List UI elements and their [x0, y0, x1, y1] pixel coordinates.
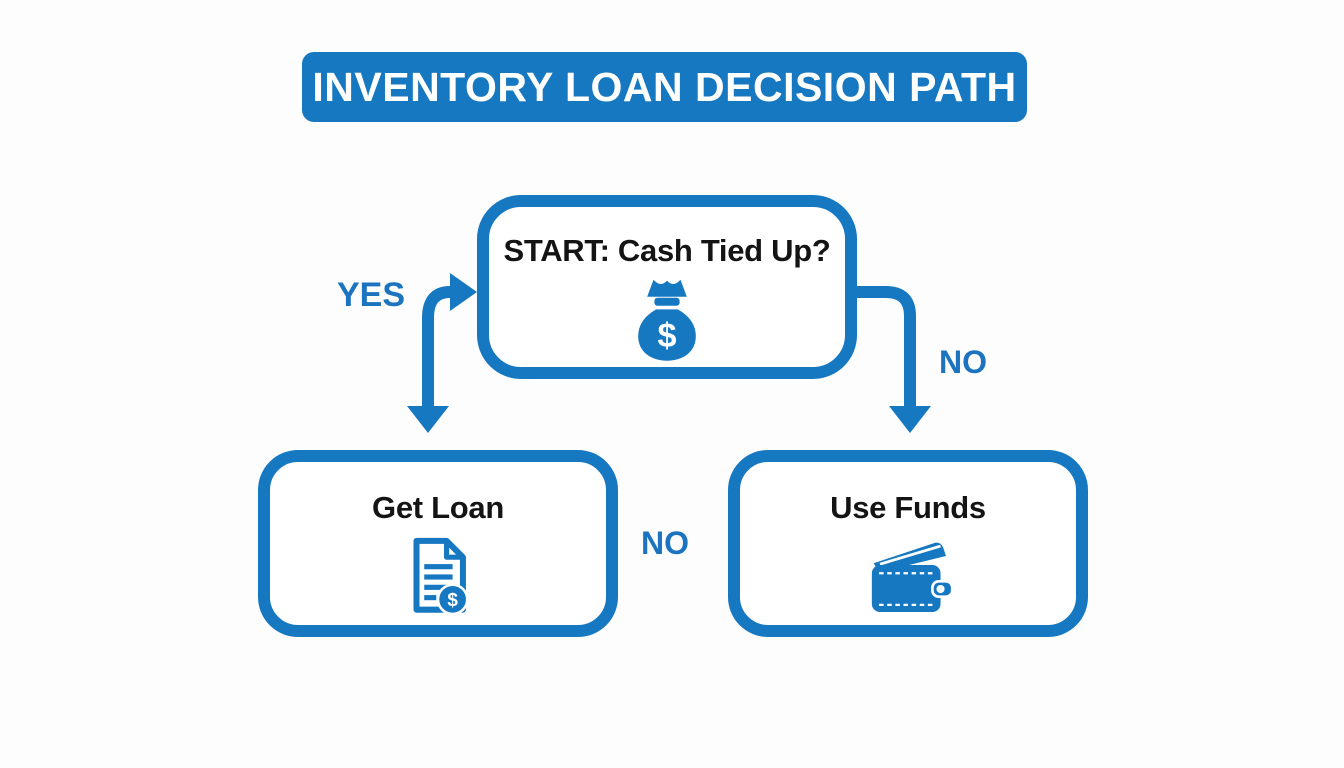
node-start-label: START: Cash Tied Up? — [503, 233, 831, 268]
yes-arrowhead-right-icon — [450, 273, 477, 311]
node-use-funds: Use Funds — [728, 450, 1088, 637]
edge-label-no-middle: NO — [641, 525, 689, 561]
no-connector-line — [856, 286, 916, 406]
money-bag-icon: $ — [638, 279, 696, 361]
node-get-loan-label: Get Loan — [372, 490, 504, 525]
no-arrowhead-down-icon — [889, 406, 931, 433]
diagram-title: INVENTORY LOAN DECISION PATH — [302, 52, 1027, 122]
node-start: START: Cash Tied Up? $ — [477, 195, 857, 379]
yes-connector-line — [422, 286, 451, 412]
wallet-icon — [871, 542, 954, 613]
node-get-loan: Get Loan $ — [258, 450, 618, 637]
node-use-funds-label: Use Funds — [830, 490, 986, 525]
dollar-glyph: $ — [657, 317, 676, 355]
dollar-glyph: $ — [447, 590, 458, 611]
loan-document-icon: $ — [413, 537, 469, 616]
edge-label-yes: YES — [337, 276, 406, 314]
yes-arrowhead-down-icon — [407, 406, 449, 433]
edge-label-no: NO — [939, 344, 987, 380]
